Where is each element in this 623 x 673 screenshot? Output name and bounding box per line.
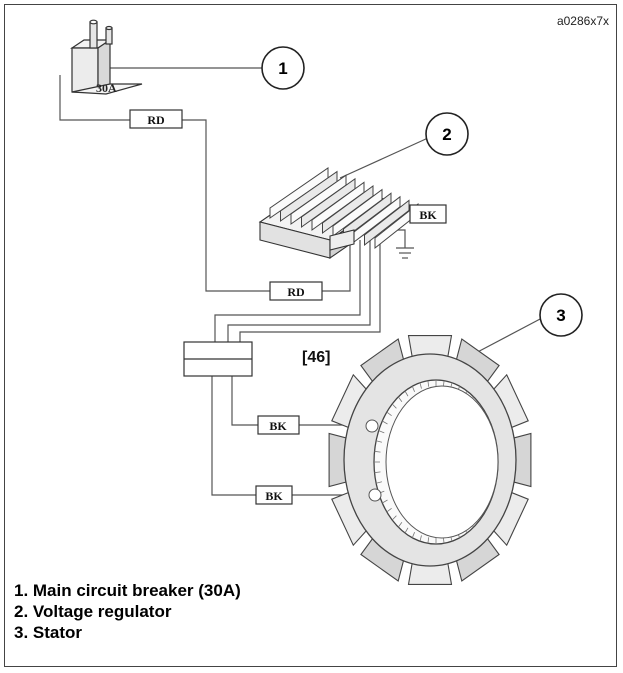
legend: 1. Main circuit breaker (30A) 2. Voltage… <box>14 580 241 643</box>
wire-conn-bk1 <box>231 375 258 426</box>
stator-terminal-1 <box>365 419 379 433</box>
svg-text:2: 2 <box>442 125 451 144</box>
svg-text:3: 3 <box>556 306 565 325</box>
wire-tags <box>129 109 447 505</box>
legend-item-regulator: 2. Voltage regulator <box>14 602 172 621</box>
stator-terminal-2 <box>368 488 382 502</box>
breaker-rating: 30A <box>96 81 117 95</box>
callout-1: 1 <box>261 46 305 90</box>
wire-conn-bk2 <box>211 375 256 496</box>
callout-3: 3 <box>539 293 583 337</box>
circuit-breaker-icon <box>70 19 143 95</box>
legend-item-breaker: 1. Main circuit breaker (30A) <box>14 581 241 600</box>
ground-icon <box>396 247 414 259</box>
wiring <box>59 67 543 496</box>
stator-icon <box>328 335 532 585</box>
tag-box-bk-1 <box>257 415 300 435</box>
tag-box-rd-bottom <box>269 281 323 301</box>
wire-rd-top <box>182 119 270 292</box>
leader-2 <box>339 137 429 179</box>
wire-breaker-left <box>59 75 130 121</box>
voltage-regulator-icon <box>258 167 419 260</box>
wire-rd-bottom <box>322 240 351 292</box>
tag-box-bk-ground <box>409 204 447 224</box>
wire-label-bk-stator-1: BK <box>269 419 287 433</box>
wire-reg-conn-3 <box>239 235 381 342</box>
wire-label-rd-top: RD <box>147 113 165 127</box>
wire-reg-conn-1 <box>214 240 361 342</box>
wire-reg-conn-2 <box>227 240 371 342</box>
connector-ref: [46] <box>302 349 330 366</box>
wire-label-bk-stator-2: BK <box>265 489 283 503</box>
tag-box-bk-2 <box>255 485 293 505</box>
wire-label-bk-ground: BK <box>419 208 437 222</box>
wire-label-rd-bottom: RD <box>287 285 305 299</box>
figure-code: a0286x7x <box>556 14 609 28</box>
tag-box-rd-top <box>129 109 183 129</box>
legend-item-stator: 3. Stator <box>14 623 83 642</box>
leader-3 <box>469 317 543 357</box>
svg-text:1: 1 <box>278 59 287 78</box>
connector-46 <box>183 341 253 377</box>
figure-frame <box>4 4 617 667</box>
callout-2: 2 <box>425 112 469 156</box>
